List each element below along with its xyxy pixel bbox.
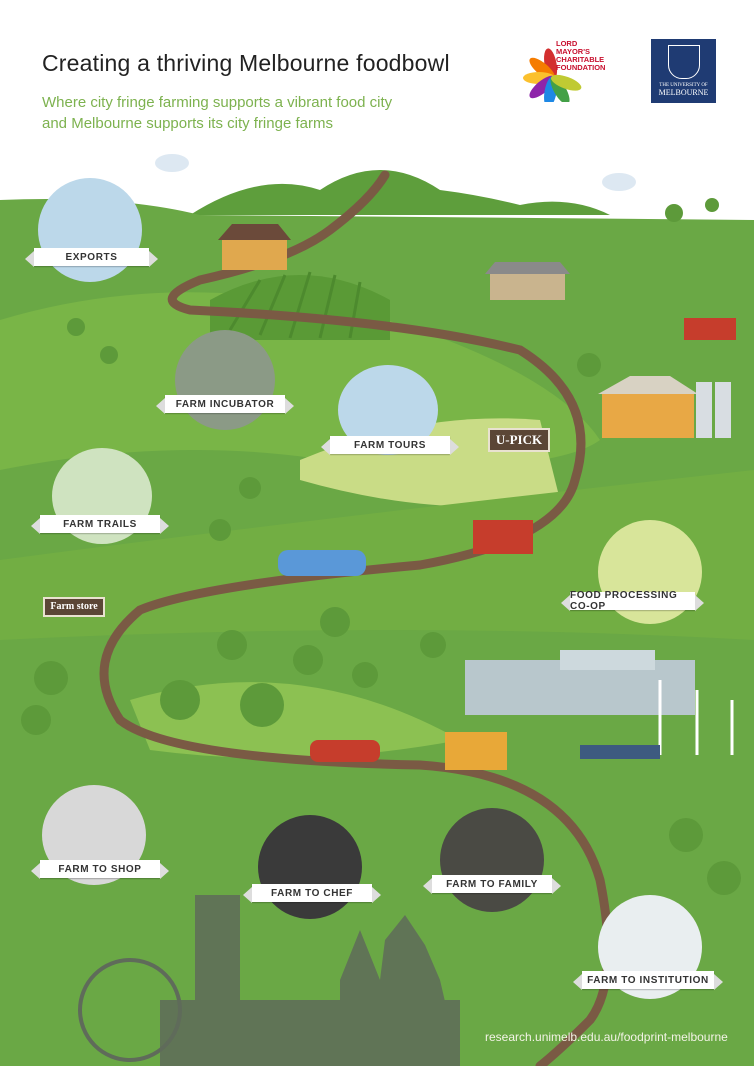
label-exports: EXPORTS (25, 248, 158, 267)
hills-back (190, 170, 610, 215)
label-farm-incubator: FARM INCUBATOR (156, 395, 294, 414)
delivery-van (445, 732, 507, 770)
label-farm-tours: FARM TOURS (321, 436, 459, 455)
footer-url[interactable]: research.unimelb.edu.au/foodprint-melbou… (485, 1030, 728, 1044)
farm-incubator-vignette (175, 330, 275, 430)
university-name: MELBOURNE (658, 88, 709, 97)
lord-mayors-foundation-logo (523, 48, 582, 102)
label-food-processing: FOOD PROCESSING CO-OP (561, 590, 704, 612)
farmhouse (222, 238, 287, 270)
wind-turbines (658, 680, 734, 755)
trees (21, 198, 741, 895)
city-skyline (160, 895, 460, 1066)
exports-vignette (38, 178, 142, 282)
university-crest-icon (667, 45, 700, 79)
ute-red (684, 318, 736, 340)
cloud (602, 173, 636, 191)
silo (715, 382, 731, 438)
barn (602, 392, 694, 438)
meadow (130, 682, 460, 758)
label-farm-to-shop: FARM TO SHOP (31, 860, 169, 879)
label-farm-to-chef: FARM TO CHEF (243, 884, 381, 903)
label-farm-trails: FARM TRAILS (31, 515, 169, 534)
subtitle-line: and Melbourne supports its city fringe f… (42, 115, 333, 132)
truck (473, 520, 533, 554)
page-subtitle: Where city fringe farming supports a vib… (42, 92, 392, 134)
homestead (490, 272, 565, 300)
subtitle-line: Where city fringe farming supports a vib… (42, 94, 393, 111)
car-red (310, 740, 380, 762)
farm-store-sign: Farm store (43, 597, 105, 617)
ferris-wheel (78, 958, 182, 1062)
label-farm-to-institution: FARM TO INSTITUTION (573, 971, 723, 990)
university-small-text: THE UNIVERSITY OF (659, 83, 708, 88)
car-blue (278, 550, 366, 576)
u-pick-sign: U-PICK (488, 428, 550, 452)
farm-to-chef-vignette (258, 815, 362, 919)
farm-to-family-vignette (440, 808, 544, 912)
silo (696, 382, 712, 438)
solar-panels (580, 745, 660, 759)
page-title: Creating a thriving Melbourne foodbowl (42, 50, 450, 76)
university-of-melbourne-logo: THE UNIVERSITY OF MELBOURNE (651, 39, 716, 103)
label-farm-to-family: FARM TO FAMILY (423, 875, 561, 894)
cloud (155, 154, 189, 172)
